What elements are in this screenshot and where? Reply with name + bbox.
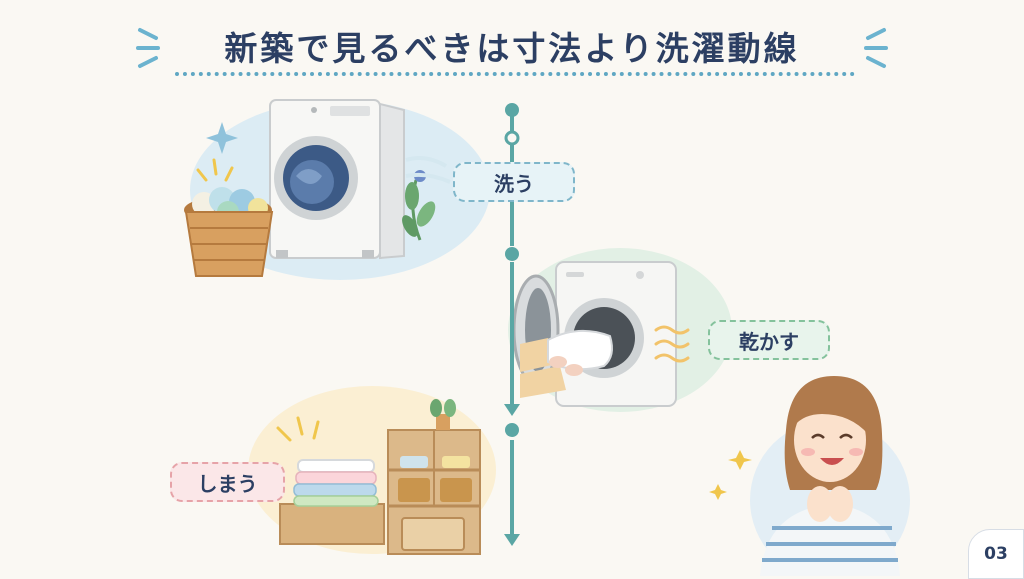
page-number-badge: 03 (968, 529, 1024, 579)
title-underline (175, 72, 855, 76)
title-deco-left-icon (136, 28, 160, 68)
step-label-store: しまう (170, 462, 285, 502)
storage-illustration (248, 386, 496, 555)
washing-machine-illustration (184, 99, 490, 280)
step-label-dry: 乾かす (708, 320, 830, 360)
page-title: 新築で見るべきは寸法より洗濯動線 (224, 29, 800, 68)
title-deco-right-icon (864, 28, 888, 68)
woman-illustration (709, 376, 910, 576)
dryer-illustration (508, 248, 732, 412)
step-label-wash: 洗う (453, 162, 575, 202)
